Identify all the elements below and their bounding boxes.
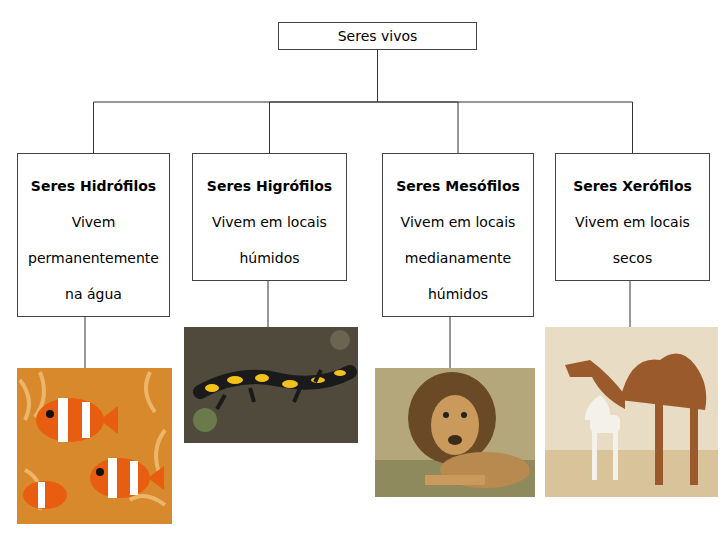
category-title: Seres Hidrófilos — [21, 168, 166, 204]
category-description: Vivem em locais húmidos — [196, 204, 343, 276]
camel-photo — [545, 327, 718, 497]
tree-connector — [378, 50, 633, 153]
clownfish-photo — [17, 368, 172, 524]
salamander-photo — [184, 327, 358, 443]
lion-photo — [375, 368, 535, 497]
tree-connector — [94, 50, 378, 153]
category-description: Vivem em locais medianamente húmidos — [386, 204, 530, 312]
category-description: Vivem permanentemente na água — [21, 204, 166, 312]
category-box: Seres XerófilosVivem em locais secos — [555, 153, 710, 281]
root-box: Seres vivos — [278, 22, 477, 50]
category-box: Seres HigrófilosVivem em locais húmidos — [192, 153, 347, 281]
category-title: Seres Xerófilos — [559, 168, 706, 204]
tree-connector — [270, 50, 378, 153]
category-box: Seres HidrófilosVivem permanentemente na… — [17, 153, 170, 317]
category-box: Seres MesófilosVivem em locais medianame… — [382, 153, 534, 317]
category-title: Seres Mesófilos — [386, 168, 530, 204]
root-label: Seres vivos — [283, 27, 472, 45]
category-description: Vivem em locais secos — [559, 204, 706, 276]
category-title: Seres Higrófilos — [196, 168, 343, 204]
